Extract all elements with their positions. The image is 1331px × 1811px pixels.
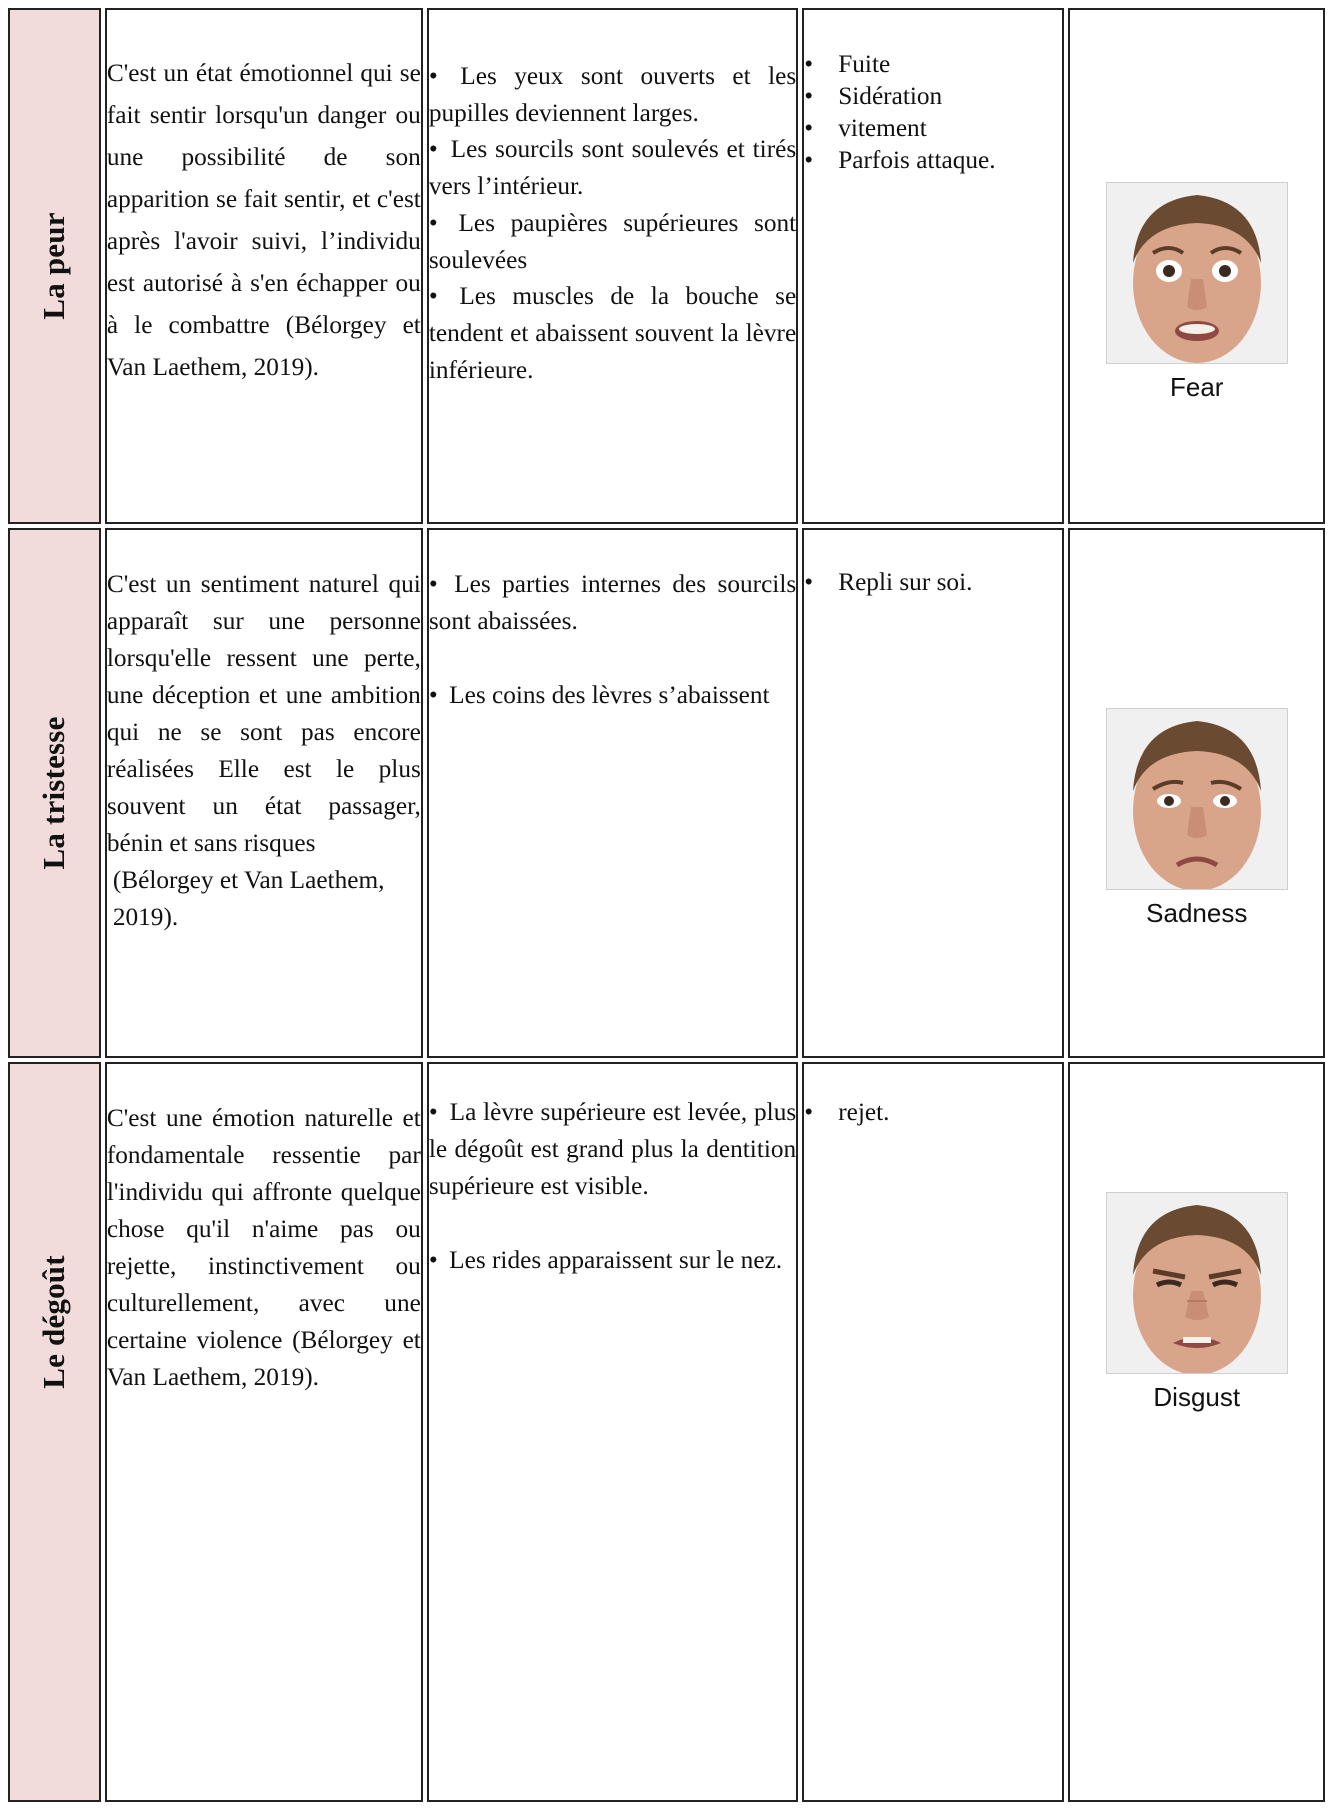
- reactions-cell: •Fuite •Sidération •vitement •Parfois at…: [802, 8, 1065, 524]
- sadness-face-icon: [1106, 709, 1287, 889]
- emotion-name-cell: La peur: [8, 8, 101, 524]
- list-item: •vitement: [804, 114, 927, 142]
- features-list: • La lèvre supérieure est levée, plus le…: [429, 1094, 796, 1279]
- emotion-name-cell: Le dégoût: [8, 1062, 101, 1802]
- list-item: •Fuite: [804, 50, 891, 78]
- face-photo-sadness: [1105, 708, 1288, 890]
- emotion-name: La tristesse: [36, 716, 72, 870]
- table-row: La tristesse C'est un sentiment naturel …: [8, 528, 1325, 1058]
- features-list: • Les yeux sont ouverts et les pupilles …: [429, 58, 796, 388]
- list-item: • Les coins des lèvres s’abaissent: [428, 681, 770, 709]
- list-item: • Les paupières supérieures sont soulevé…: [428, 208, 797, 274]
- list-item: •rejet.: [804, 1098, 890, 1126]
- features-cell: • La lèvre supérieure est levée, plus le…: [426, 1062, 799, 1802]
- image-caption: Sadness: [1146, 898, 1248, 928]
- reactions-cell: •Repli sur soi.: [802, 528, 1065, 1058]
- list-item: •Repli sur soi.: [804, 568, 973, 596]
- definition-cell: C'est un sentiment naturel qui apparaît …: [104, 528, 423, 1058]
- emotions-table: La peur C'est un état émotionnel qui se …: [4, 4, 1329, 1806]
- list-item: • Les parties internes des sourcils sont…: [428, 570, 797, 635]
- list-item: • Les sourcils sont soulevés et tirés ve…: [428, 135, 797, 201]
- emotion-name-cell: La tristesse: [8, 528, 101, 1058]
- reactions-list: •Repli sur soi.: [804, 564, 1062, 600]
- list-item: • Les muscles de la bouche se tendent et…: [428, 282, 797, 384]
- table-row: La peur C'est un état émotionnel qui se …: [8, 8, 1325, 524]
- definition-text: C'est un état émotionnel qui se fait sen…: [106, 59, 421, 381]
- fear-face-icon: [1106, 183, 1287, 363]
- image-caption: Disgust: [1153, 1382, 1241, 1412]
- image-caption: Fear: [1170, 372, 1224, 402]
- list-item: • La lèvre supérieure est levée, plus le…: [428, 1098, 797, 1200]
- reactions-cell: •rejet.: [802, 1062, 1065, 1802]
- list-item: • Les rides apparaissent sur le nez.: [428, 1246, 783, 1274]
- definition-citation: (Bélorgey et Van Laethem, 2019).: [112, 866, 385, 931]
- features-list: • Les parties internes des sourcils sont…: [429, 566, 796, 714]
- face-photo-fear: [1105, 182, 1288, 364]
- emotion-name: La peur: [36, 212, 72, 320]
- emotion-name: Le dégoût: [36, 1255, 72, 1389]
- image-cell: Sadness: [1068, 528, 1325, 1058]
- reactions-list: •rejet.: [804, 1094, 1062, 1130]
- definition-cell: C'est une émotion naturelle et fondament…: [104, 1062, 423, 1802]
- features-cell: • Les yeux sont ouverts et les pupilles …: [426, 8, 799, 524]
- reactions-list: •Fuite •Sidération •vitement •Parfois at…: [804, 48, 1062, 176]
- definition-text: C'est une émotion naturelle et fondament…: [106, 1104, 421, 1391]
- definition-text: C'est un sentiment naturel qui apparaît …: [106, 570, 421, 857]
- image-cell: Fear: [1068, 8, 1325, 524]
- list-item: •Sidération: [804, 82, 943, 110]
- image-cell: Disgust: [1068, 1062, 1325, 1802]
- features-cell: • Les parties internes des sourcils sont…: [426, 528, 799, 1058]
- table-row: Le dégoût C'est une émotion naturelle et…: [8, 1062, 1325, 1802]
- list-item: • Les yeux sont ouverts et les pupilles …: [428, 62, 797, 127]
- disgust-face-icon: [1106, 1193, 1287, 1373]
- definition-cell: C'est un état émotionnel qui se fait sen…: [104, 8, 423, 524]
- face-photo-disgust: [1105, 1192, 1288, 1374]
- list-item: •Parfois attaque.: [804, 146, 996, 174]
